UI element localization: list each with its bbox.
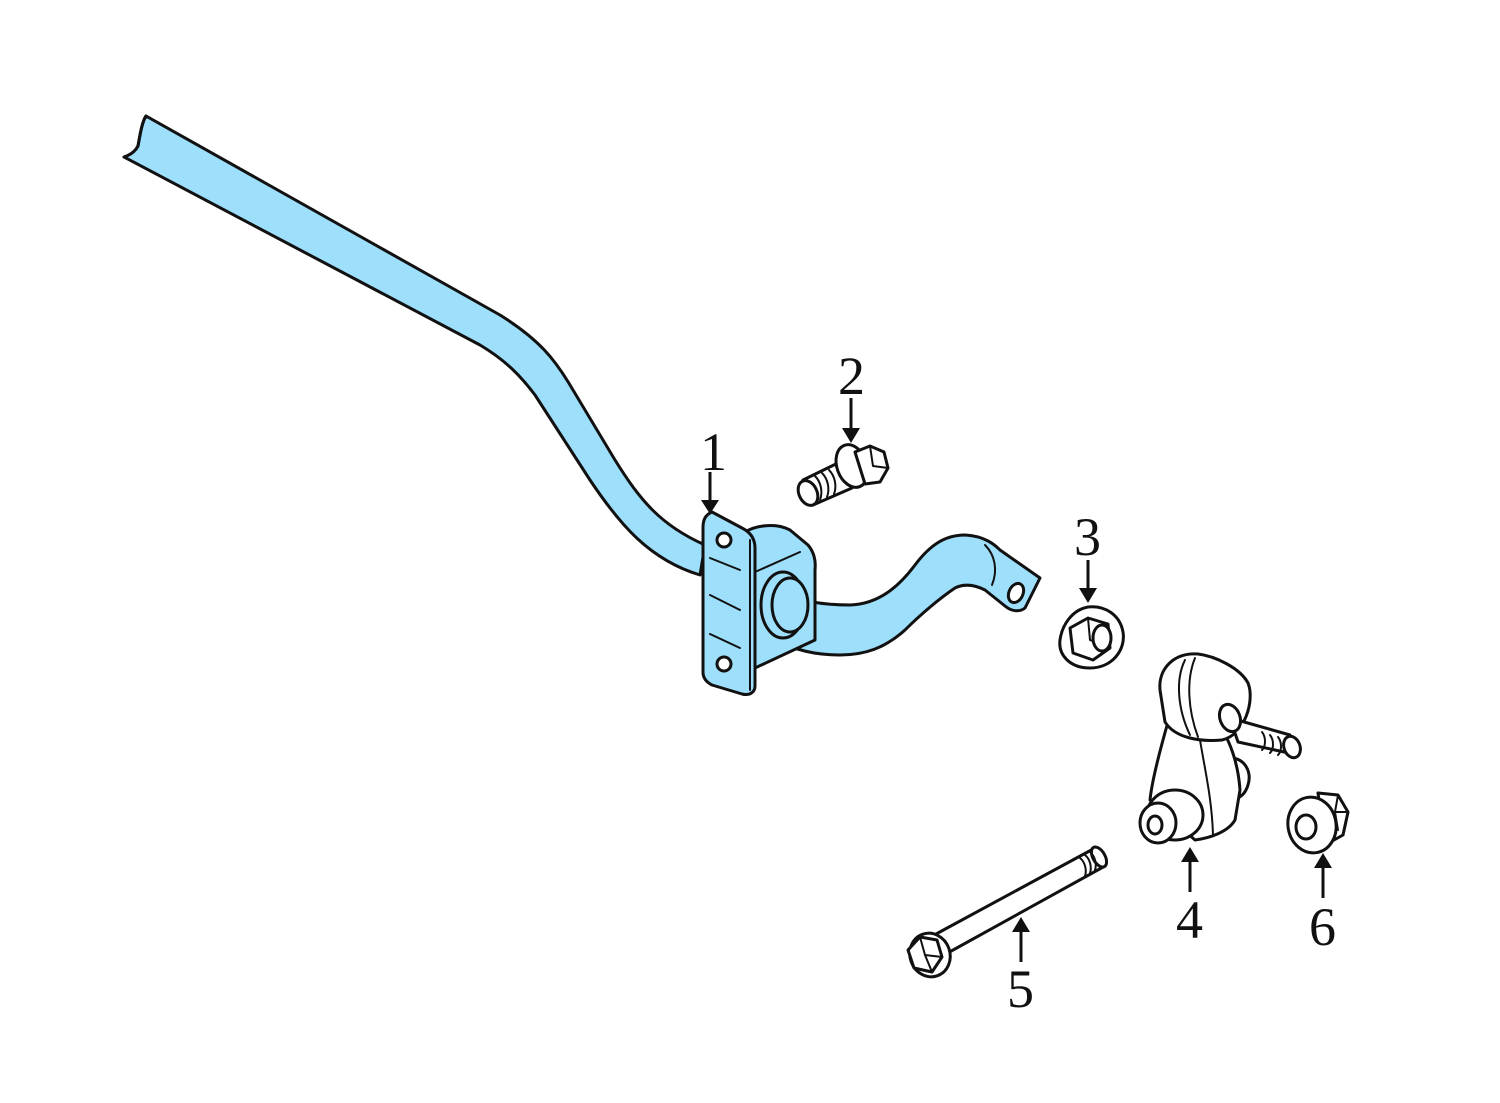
arrow-head-icon (1314, 853, 1332, 868)
callout-label-1: 1 (700, 422, 727, 482)
link-nut[interactable] (1284, 791, 1350, 857)
arrow-head-icon (1181, 847, 1199, 862)
callout-4[interactable]: 4 (1176, 847, 1203, 950)
bracket-bolt[interactable] (794, 440, 890, 508)
callout-5[interactable]: 5 (1007, 917, 1034, 1019)
callout-label-4: 4 (1176, 890, 1203, 950)
bushing-bracket[interactable] (701, 510, 817, 696)
arrow-head-icon (701, 500, 719, 514)
long-flange-bolt[interactable] (904, 844, 1110, 982)
flange-nut[interactable] (1058, 605, 1125, 670)
callout-label-5: 5 (1007, 959, 1034, 1019)
callout-label-2: 2 (838, 346, 865, 406)
callout-1[interactable]: 1 (700, 422, 727, 514)
stabilizer-bar[interactable] (122, 114, 1042, 657)
callout-2[interactable]: 2 (838, 346, 865, 443)
callout-6[interactable]: 6 (1309, 853, 1336, 957)
arrow-head-icon (1012, 917, 1030, 932)
arrow-head-icon (1079, 588, 1097, 603)
arrow-head-icon (842, 428, 860, 443)
callout-label-6: 6 (1309, 897, 1336, 957)
stabilizer-link[interactable] (1138, 652, 1303, 845)
callout-3[interactable]: 3 (1074, 507, 1101, 603)
callout-label-3: 3 (1074, 507, 1101, 567)
